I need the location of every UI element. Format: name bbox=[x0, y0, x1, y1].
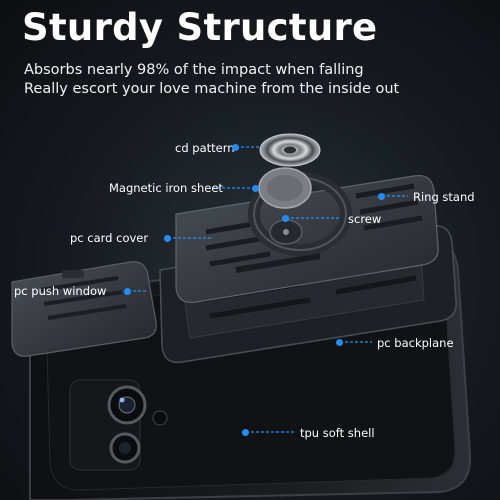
magnetic-iron-sheet bbox=[258, 167, 312, 209]
callout-tpu-soft-shell: tpu soft shell bbox=[300, 426, 375, 440]
subtitle-line-2: Really escort your love machine from the… bbox=[24, 81, 400, 97]
callout-magnetic-iron-sheet: Magnetic iron sheet bbox=[109, 181, 223, 195]
cd-pattern-disc bbox=[259, 133, 321, 167]
callout-dot-ring-stand bbox=[378, 193, 385, 200]
callout-dot-magnetic-iron-sheet bbox=[252, 185, 259, 192]
callout-dot-screw bbox=[282, 215, 289, 222]
camera-module bbox=[69, 379, 168, 471]
callout-dot-pc-push-window bbox=[124, 288, 131, 295]
callout-ring-stand: Ring stand bbox=[413, 190, 475, 204]
callout-pc-push-window: pc push window bbox=[14, 284, 107, 298]
callout-cd-pattern: cd pattern bbox=[175, 141, 235, 155]
callout-connectors bbox=[128, 146, 408, 433]
callout-pc-backplane: pc backplane bbox=[377, 336, 454, 350]
callout-dot-pc-backplane bbox=[336, 339, 343, 346]
callout-dot-cd-pattern bbox=[232, 144, 239, 151]
callout-screw: screw bbox=[348, 212, 382, 226]
callout-pc-card-cover: pc card cover bbox=[70, 231, 149, 245]
callout-dot-tpu-soft-shell bbox=[242, 429, 249, 436]
callout-dot-pc-card-cover bbox=[164, 235, 171, 242]
pc-card-cover bbox=[175, 174, 439, 304]
subtitle-line-1: Absorbs nearly 98% of the impact when fa… bbox=[24, 62, 364, 78]
pc-push-window bbox=[11, 261, 157, 357]
page-title: Sturdy Structure bbox=[22, 6, 378, 49]
